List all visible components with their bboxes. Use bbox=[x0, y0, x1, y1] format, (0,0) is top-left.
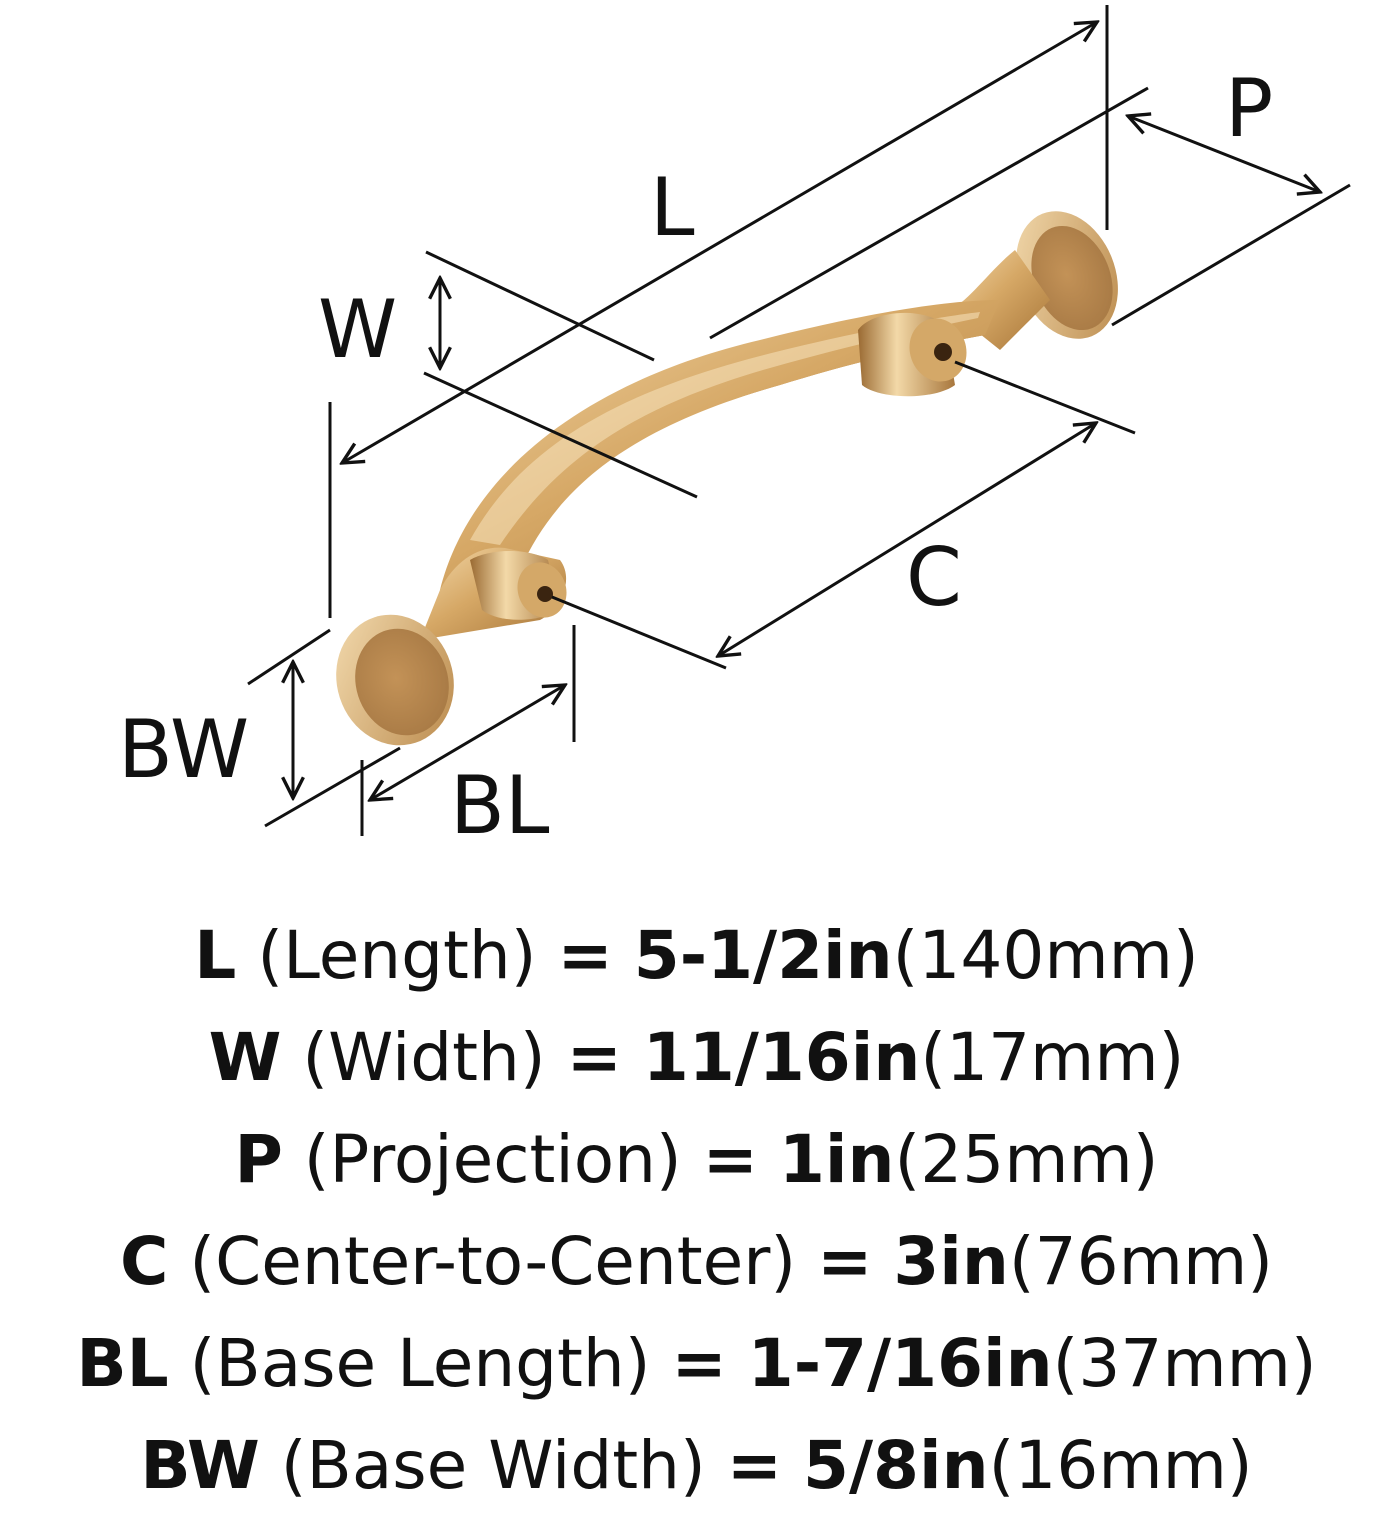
spec-symbol: C bbox=[120, 1223, 169, 1300]
spec-equals: = bbox=[726, 1427, 783, 1504]
spec-imperial-value: 5-1/2in bbox=[633, 917, 893, 994]
spec-imperial-value: 1-7/16in bbox=[747, 1325, 1053, 1402]
spec-row-projection: P (Projection) = 1in(25mm) bbox=[0, 1109, 1393, 1211]
spec-imperial-value: 3in bbox=[893, 1223, 1009, 1300]
label-BL: BL bbox=[450, 759, 550, 852]
label-P: P bbox=[1225, 62, 1273, 155]
projection-dimension-arrow bbox=[1128, 116, 1320, 192]
label-W: W bbox=[318, 283, 397, 376]
spec-row-base-width: BW (Base Width) = 5/8in(16mm) bbox=[0, 1415, 1393, 1517]
spec-metric-value: (25mm) bbox=[894, 1121, 1159, 1198]
label-BW: BW bbox=[118, 703, 249, 796]
spec-imperial-value: 5/8in bbox=[803, 1427, 989, 1504]
label-C: C bbox=[906, 531, 962, 624]
spec-symbol: P bbox=[234, 1121, 283, 1198]
center-extension-left bbox=[551, 595, 727, 670]
label-L: L bbox=[650, 161, 695, 254]
base-width-extension-top bbox=[247, 628, 331, 686]
spec-label: (Center-to-Center) bbox=[189, 1223, 797, 1300]
spec-equals: = bbox=[557, 917, 613, 994]
spec-equals: = bbox=[817, 1223, 873, 1300]
spec-symbol: BL bbox=[76, 1325, 169, 1402]
center-dimension-arrow bbox=[718, 423, 1096, 656]
spec-label: (Base Length) bbox=[189, 1325, 651, 1402]
right-screw-hole bbox=[934, 343, 952, 361]
spec-metric-value: (17mm) bbox=[920, 1019, 1185, 1096]
spec-row-center-to-center: C (Center-to-Center) = 3in(76mm) bbox=[0, 1211, 1393, 1313]
dimension-specs-list: L (Length) = 5-1/2in(140mm)W (Width) = 1… bbox=[0, 905, 1393, 1517]
dimension-diagram: L W P C BW BL bbox=[118, 5, 1351, 852]
projection-extension-bottom bbox=[1111, 183, 1351, 327]
spec-equals: = bbox=[702, 1121, 758, 1198]
spec-metric-value: (140mm) bbox=[892, 917, 1199, 994]
spec-metric-value: (16mm) bbox=[988, 1427, 1253, 1504]
spec-label: (Base Width) bbox=[280, 1427, 706, 1504]
base-length-dimension-arrow bbox=[370, 685, 565, 800]
spec-label: (Length) bbox=[257, 917, 537, 994]
spec-row-base-length: BL (Base Length) = 1-7/16in(37mm) bbox=[0, 1313, 1393, 1415]
center-extension-right bbox=[954, 360, 1136, 435]
spec-label: (Width) bbox=[302, 1019, 546, 1096]
spec-equals: = bbox=[566, 1019, 622, 1096]
spec-symbol: W bbox=[208, 1019, 282, 1096]
base-width-extension-bottom bbox=[264, 746, 401, 828]
width-extension-top bbox=[425, 250, 655, 362]
dimension-lines bbox=[247, 5, 1351, 836]
spec-metric-value: (76mm) bbox=[1008, 1223, 1273, 1300]
spec-label: (Projection) bbox=[303, 1121, 682, 1198]
left-screw-hole bbox=[537, 586, 553, 602]
cabinet-pull-illustration bbox=[336, 211, 1118, 746]
spec-symbol: L bbox=[194, 917, 237, 994]
spec-imperial-value: 1in bbox=[778, 1121, 895, 1198]
spec-equals: = bbox=[671, 1325, 727, 1402]
spec-metric-value: (37mm) bbox=[1052, 1325, 1317, 1402]
spec-symbol: BW bbox=[140, 1427, 260, 1504]
spec-row-width: W (Width) = 11/16in(17mm) bbox=[0, 1007, 1393, 1109]
length-dimension-arrow bbox=[342, 22, 1097, 463]
spec-imperial-value: 11/16in bbox=[642, 1019, 921, 1096]
spec-row-length: L (Length) = 5-1/2in(140mm) bbox=[0, 905, 1393, 1007]
projection-extension-top bbox=[709, 86, 1149, 340]
width-extension-bottom bbox=[423, 371, 698, 499]
